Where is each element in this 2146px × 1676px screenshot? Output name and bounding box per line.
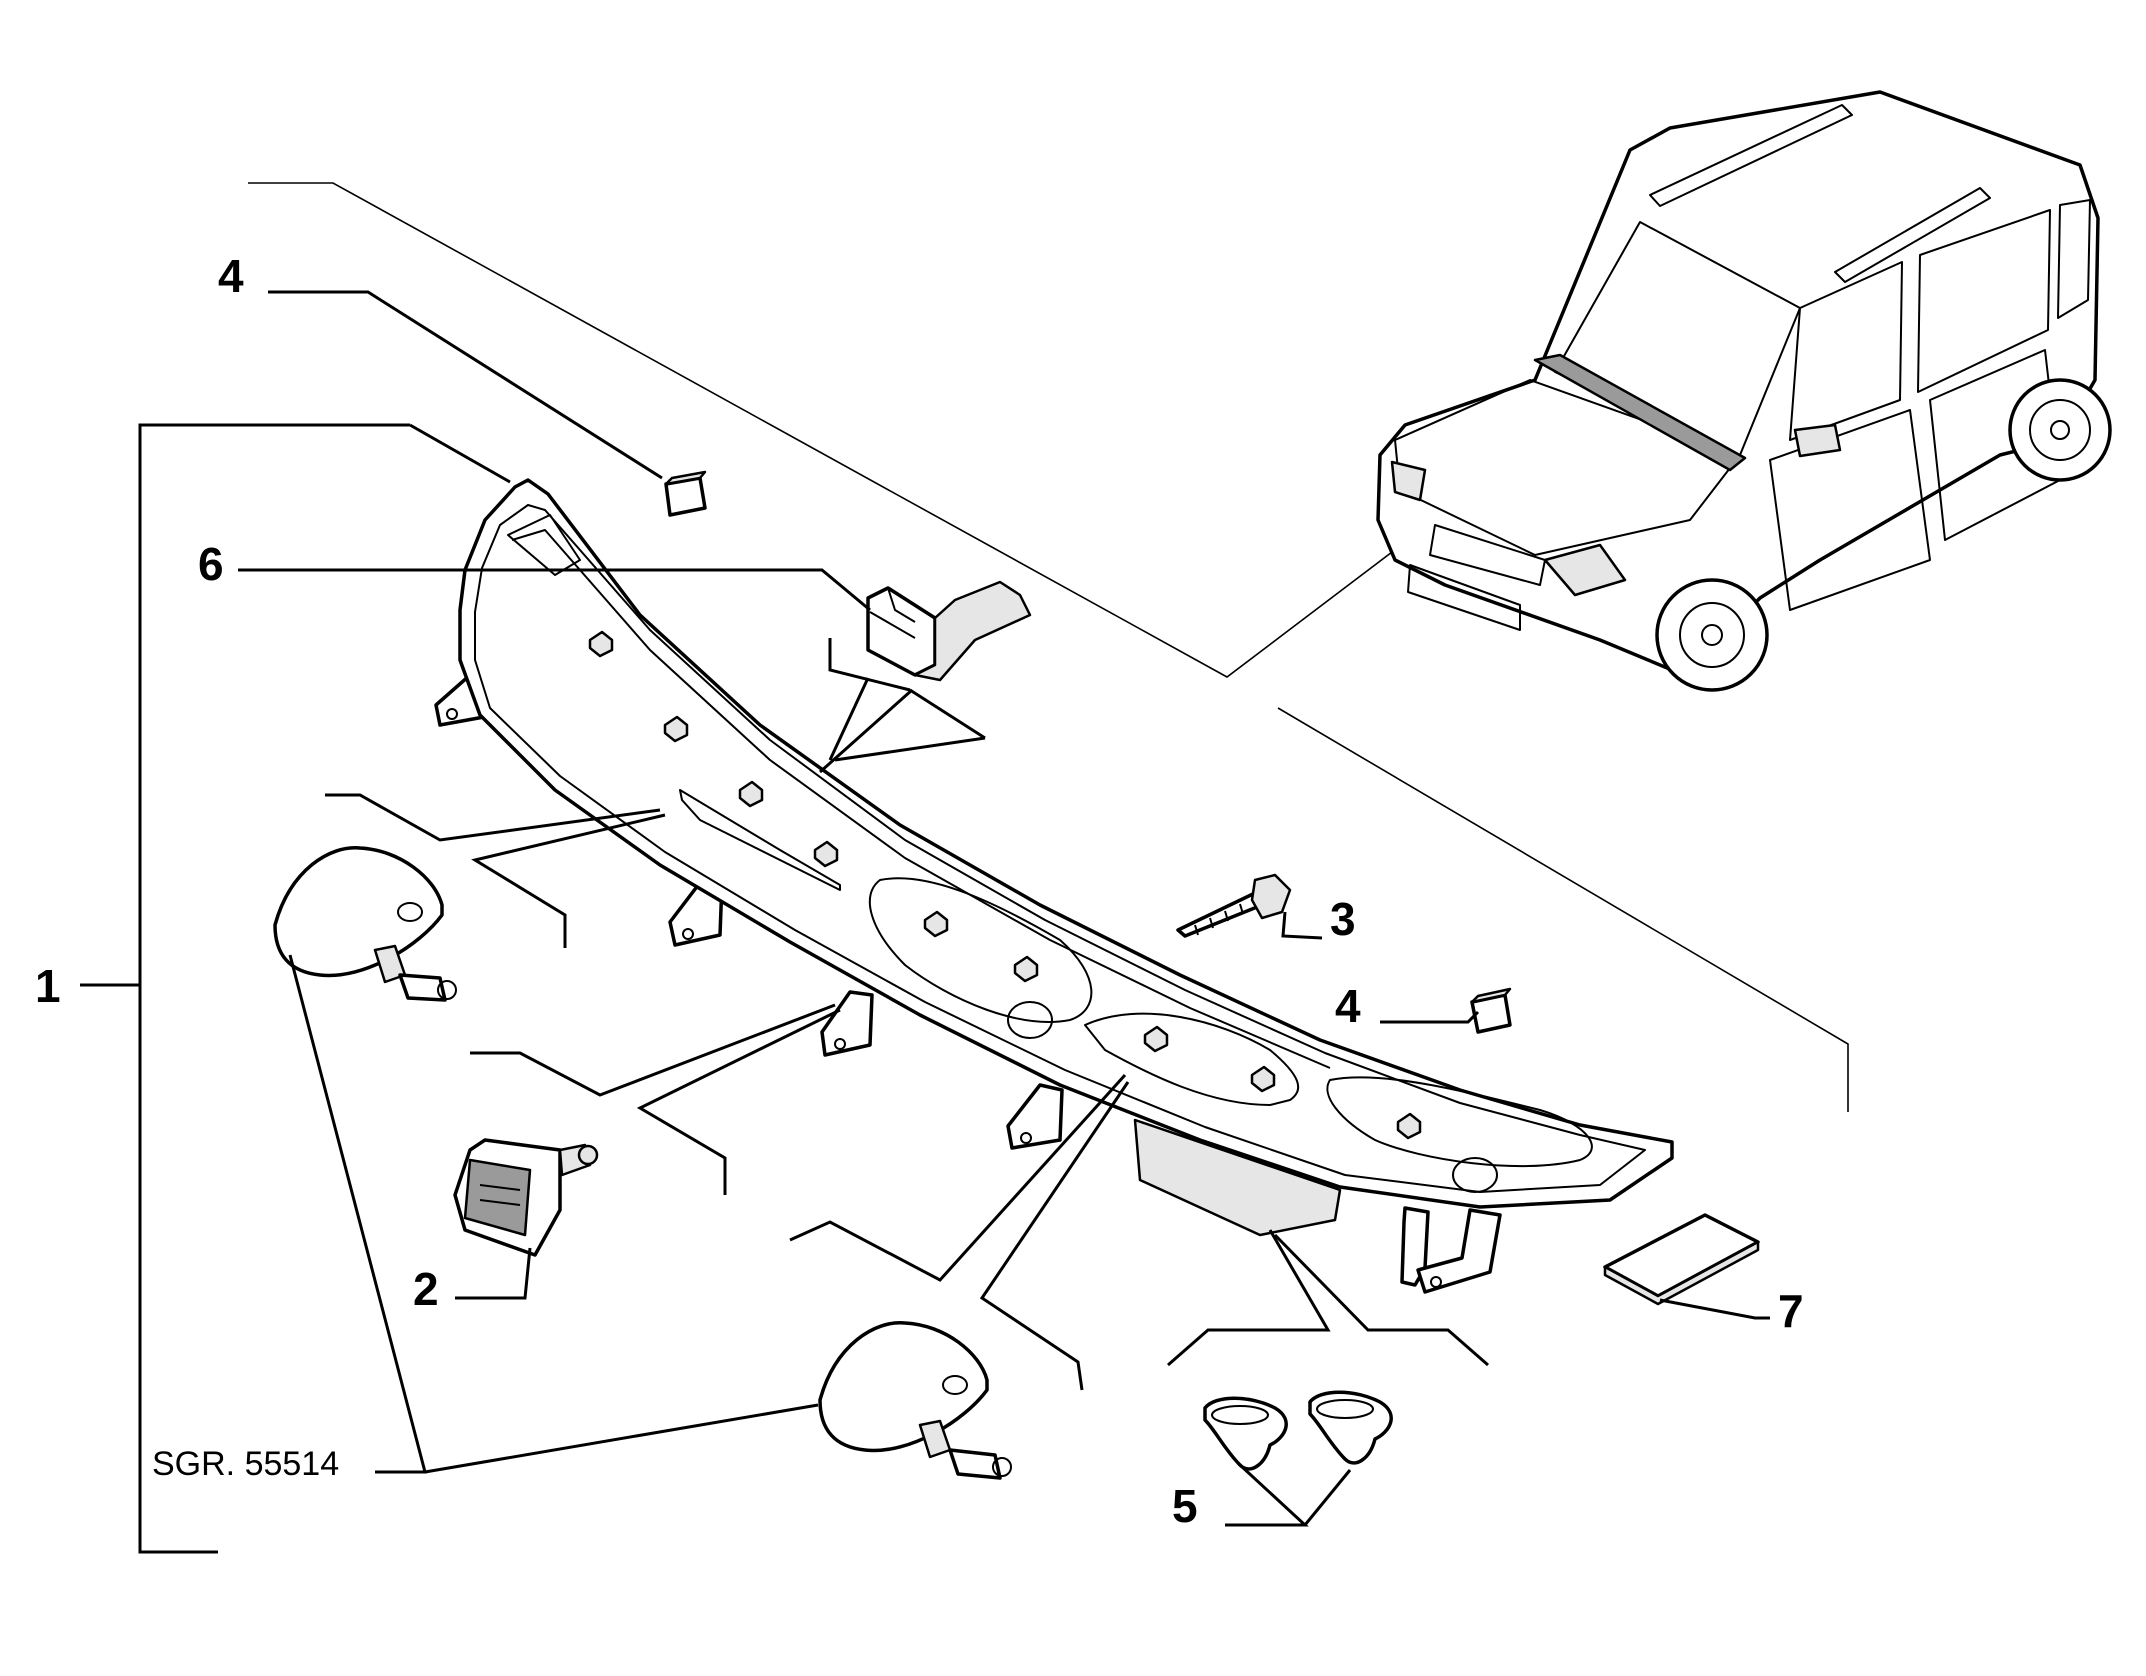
part-3-screw — [1176, 873, 1292, 938]
car-illustration — [1376, 90, 2112, 692]
assembly-bracket — [80, 423, 511, 1554]
callout-labels: 1 2 3 4 4 5 6 7 SGR. 55514 — [35, 250, 1804, 1532]
cowl-panel — [434, 478, 1674, 1294]
washer-nozzle-left — [273, 846, 457, 1002]
part-4-pad-right — [1470, 987, 1512, 1034]
washer-nozzle-right — [818, 1321, 1012, 1480]
callout-3: 3 — [1330, 893, 1356, 945]
callout-7: 7 — [1778, 1285, 1804, 1337]
callout-4-top: 4 — [218, 250, 244, 302]
callout-4-right: 4 — [1335, 980, 1361, 1032]
callout-2: 2 — [413, 1263, 439, 1315]
part-5-grommets — [1203, 1390, 1393, 1471]
part-7-pad — [1603, 1213, 1760, 1306]
callout-6: 6 — [198, 538, 224, 590]
callout-leaders — [238, 290, 1770, 1527]
part-4-pad-top — [664, 470, 707, 517]
callout-1: 1 — [35, 960, 61, 1012]
part-6-clip — [866, 580, 1032, 682]
callout-5: 5 — [1172, 1480, 1198, 1532]
locator-lines — [248, 182, 1849, 1112]
reference-code: SGR. 55514 — [152, 1445, 339, 1483]
part-2-connector — [453, 1138, 599, 1257]
